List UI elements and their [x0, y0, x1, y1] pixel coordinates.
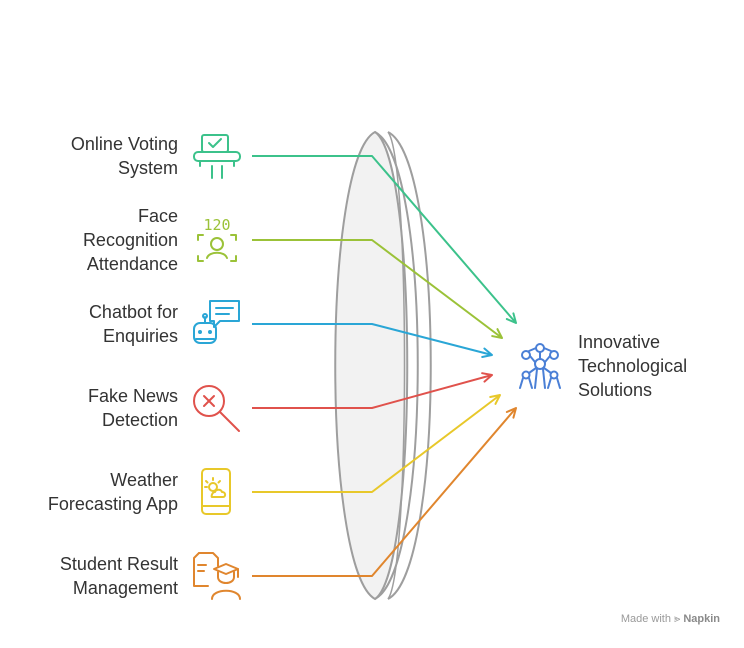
- watermark-brand: Napkin: [683, 613, 720, 625]
- connector-arrow: [252, 239, 503, 339]
- connector-arrow: [252, 374, 493, 409]
- label-line: Forecasting App: [47, 494, 178, 514]
- label-line: Solutions: [578, 380, 653, 400]
- arrowhead: [491, 328, 503, 339]
- lens-front-line: [387, 131, 406, 600]
- label-online-voting-system: Online Voting System: [8, 132, 178, 180]
- label-weather-forecasting-app: Weather Forecasting App: [8, 468, 178, 516]
- arrowhead: [505, 312, 517, 324]
- connector-arrow: [252, 323, 493, 356]
- connector-arrow: [252, 394, 501, 493]
- magnifier-x-icon: [193, 385, 240, 432]
- label-line: Technological: [578, 356, 688, 376]
- label-line: Enquiries: [102, 326, 178, 346]
- arrowhead: [505, 407, 517, 419]
- label-line: Fake News: [87, 386, 178, 406]
- weather-phone-icon: [201, 468, 231, 515]
- ballot-box-icon: [193, 134, 241, 179]
- label-line: Recognition: [82, 230, 178, 250]
- label-line: System: [117, 158, 178, 178]
- connector-arrow: [252, 155, 517, 324]
- label-line: Weather: [110, 470, 178, 490]
- connectors: [252, 155, 517, 577]
- label-line: Detection: [101, 410, 178, 430]
- label-innovative-technological-solutions: Innovative Technological Solutions: [578, 330, 687, 402]
- face-scan-counter: 120: [203, 216, 230, 234]
- arrowhead: [481, 347, 493, 358]
- label-line: Innovative: [578, 332, 661, 352]
- label-line: Face: [137, 206, 178, 226]
- arrowhead: [481, 372, 493, 383]
- label-line: Online Voting: [70, 134, 178, 154]
- label-student-result-management: Student Result Management: [8, 552, 178, 600]
- lens-rim: [387, 131, 432, 600]
- lens-body: [334, 130, 409, 601]
- label-face-recognition-attendance: Face Recognition Attendance: [8, 204, 178, 276]
- label-line: Student Result: [59, 554, 178, 574]
- label-line: Chatbot for: [88, 302, 178, 322]
- graduate-document-icon: [193, 552, 241, 600]
- label-line: Management: [72, 578, 178, 598]
- connector-arrow: [252, 407, 517, 577]
- network-people-icon: [519, 343, 561, 389]
- label-fake-news-detection: Fake News Detection: [8, 384, 178, 432]
- napkin-logo-icon: ⪢: [674, 613, 681, 625]
- label-line: Attendance: [86, 254, 178, 274]
- watermark-prefix: Made with: [620, 613, 671, 625]
- chatbot-icon: [193, 300, 240, 344]
- face-scan-icon: 120: [197, 216, 237, 262]
- napkin-watermark[interactable]: Made with ⪢ Napkin: [621, 613, 720, 626]
- label-chatbot-for-enquiries: Chatbot for Enquiries: [8, 300, 178, 348]
- arrowhead: [489, 394, 501, 405]
- lens: [334, 130, 432, 601]
